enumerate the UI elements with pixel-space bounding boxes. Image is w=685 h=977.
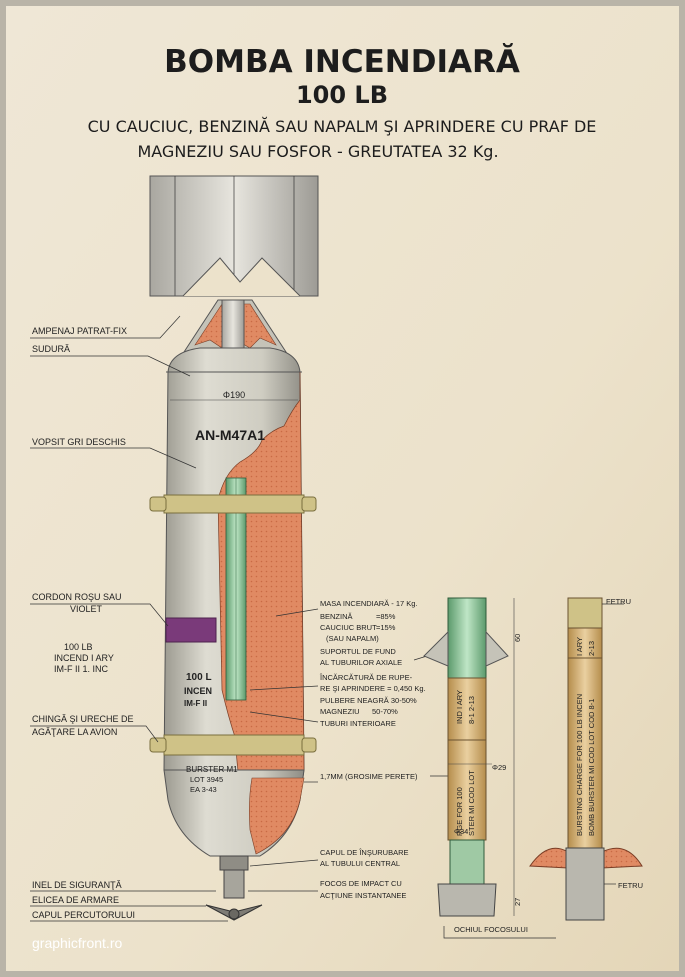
- label-cord-1: CORDON ROŞU SAU: [32, 592, 122, 602]
- title: BOMBA INCENDIARĂ: [164, 43, 520, 80]
- label-rubber: CAUCIUC BRUT: [320, 623, 377, 632]
- detail-tube-text-1: IND I ARY: [455, 690, 464, 724]
- label-screw-cap-1: CAPUL DE ÎNŞURUBARE: [320, 848, 409, 857]
- violet-band: [165, 617, 217, 643]
- paper-sheet: [6, 6, 679, 971]
- right-charge-text-1: BURSTING CHARGE FOR 100 LB INCEN: [575, 694, 584, 836]
- central-tube-top: [221, 299, 245, 353]
- label-black-powder: PULBERE NEAGRĂ 30-50%: [320, 696, 417, 705]
- label-gasoline: BENZINĂ: [320, 612, 353, 621]
- label-impact-fuze-2: ACŢIUNE INSTANTANEE: [320, 891, 406, 900]
- stencil-line-1: 100 L: [186, 672, 212, 683]
- label-screw-cap-2: AL TUBULUI CENTRAL: [320, 859, 400, 868]
- label-fuze-well: OCHIUL FOCOSULUI: [454, 925, 528, 934]
- note-line-1: 100 LB: [64, 642, 93, 652]
- label-weld: SUDURĂ: [32, 344, 70, 354]
- label-safety-ring: INEL DE SIGURANŢĂ: [32, 880, 122, 890]
- model-stencil: AN-M47A1: [195, 427, 265, 443]
- right-top-text-2: 2-13: [587, 641, 596, 656]
- description-line-2: MAGNEZIU SAU FOSFOR - GREUTATEA 32 Kg.: [137, 142, 498, 161]
- bomb-assembly: [149, 175, 319, 921]
- label-impact-fuze-1: FOCOS DE IMPACT CU: [320, 879, 402, 888]
- label-incendiary-mass: MASA INCENDIARĂ - 17 Kg.: [320, 599, 418, 608]
- suspension-lug-lower-left: [149, 737, 167, 753]
- burster-marking-2: LOT 3945: [190, 775, 223, 784]
- burster-charge-detail: FETRU I ARY 2-13 BURSTING CHARGE FOR 100…: [529, 597, 643, 921]
- detail-tube-text-3: RGE FOR 100: [455, 787, 464, 836]
- rubber-pct: =15%: [376, 623, 396, 632]
- suspension-lug-upper-right: [301, 496, 317, 512]
- fuze-body: [219, 855, 249, 871]
- gasoline-pct: =85%: [376, 612, 396, 621]
- label-support-2: AL TUBURILOR AXIALE: [320, 658, 402, 667]
- dimension-34: Φ34: [454, 827, 468, 836]
- nose-cutaway: [249, 777, 305, 855]
- magnesium-pct: 50-70%: [372, 707, 398, 716]
- label-magnesium: MAGNEZIU: [320, 707, 360, 716]
- dimension-60: 60: [513, 634, 522, 642]
- label-arming-vane: ELICEA DE ARMARE: [32, 895, 119, 905]
- diameter-190: Φ190: [223, 390, 245, 400]
- label-strap-2: AGĂŢARE LA AVION: [32, 727, 117, 737]
- subtitle: 100 LB: [296, 81, 388, 109]
- label-cord-2: VIOLET: [70, 604, 103, 614]
- detail-fuze-socket: [437, 883, 497, 917]
- detail-thread: [449, 839, 485, 885]
- burster-marking-3: EA 3-43: [190, 785, 217, 794]
- label-support-1: SUPORTUL DE FUND: [320, 647, 396, 656]
- right-fuze-body: [565, 847, 605, 921]
- watermark: graphicfront.ro: [32, 935, 122, 951]
- note-line-2: INCEND I ARY: [54, 653, 114, 663]
- detail-tube-text-2: 8-1 2-13: [467, 696, 476, 724]
- fuze-stem: [223, 869, 245, 899]
- label-charge-1: ÎNCĂRCĂTURĂ DE RUPE-: [319, 673, 413, 682]
- description-line-1: CU CAUCIUC, BENZINĂ SAU NAPALM ŞI APRIND…: [88, 117, 597, 136]
- note-line-3: IM-F II 1. INC: [54, 664, 109, 674]
- right-felt-top: [567, 597, 603, 629]
- label-striker-head: CAPUL PERCUTORULUI: [32, 910, 135, 920]
- right-charge-body: [567, 657, 603, 849]
- label-felt-bottom: FETRU: [618, 881, 643, 890]
- burster-tube-detail: IND I ARY 8-1 2-13 RGE FOR 100 STER MI C…: [423, 597, 556, 939]
- dimension-27: 27: [513, 898, 522, 906]
- right-charge-text-2: BOMB BURSTER MI COD LOT COD 8-1: [587, 699, 596, 836]
- label-charge-2: RE ŞI APRINDERE = 0,450 Kg.: [320, 684, 426, 693]
- fin-cutout: [150, 257, 318, 297]
- label-strap-1: CHINGĂ ŞI URECHE DE: [32, 714, 134, 724]
- label-paint: VOPSIT GRI DESCHIS: [32, 437, 126, 447]
- suspension-lug-lower-right: [301, 737, 317, 753]
- suspension-band-upper: [163, 494, 305, 514]
- label-fin: AMPENAJ PATRAT-FIX: [32, 326, 127, 336]
- striker-head: [228, 908, 240, 920]
- right-charge-top: [567, 627, 603, 659]
- detail-tube-top: [447, 597, 487, 679]
- suspension-band-lower: [163, 734, 305, 756]
- label-inner-tubes: TUBURI INTERIOARE: [320, 719, 396, 728]
- detail-tube-charge: [447, 677, 487, 741]
- label-felt-top: FETRU: [606, 597, 631, 606]
- stencil-line-2: INCEN: [184, 686, 212, 696]
- stencil-line-3: IM-F II: [184, 699, 207, 708]
- burster-marking-1: BURSTER M1: [186, 765, 238, 774]
- label-napalm: (SAU NAPALM): [326, 634, 379, 643]
- detail-tube-body: [447, 739, 487, 841]
- label-wall-thickness: 1,7MM (GROSIME PERETE): [320, 772, 418, 781]
- right-top-text-1: I ARY: [575, 637, 584, 656]
- suspension-lug-upper-left: [149, 496, 167, 512]
- dimension-29: Φ29: [492, 763, 506, 772]
- detail-tube-text-4: STER MI COD LOT: [467, 770, 476, 836]
